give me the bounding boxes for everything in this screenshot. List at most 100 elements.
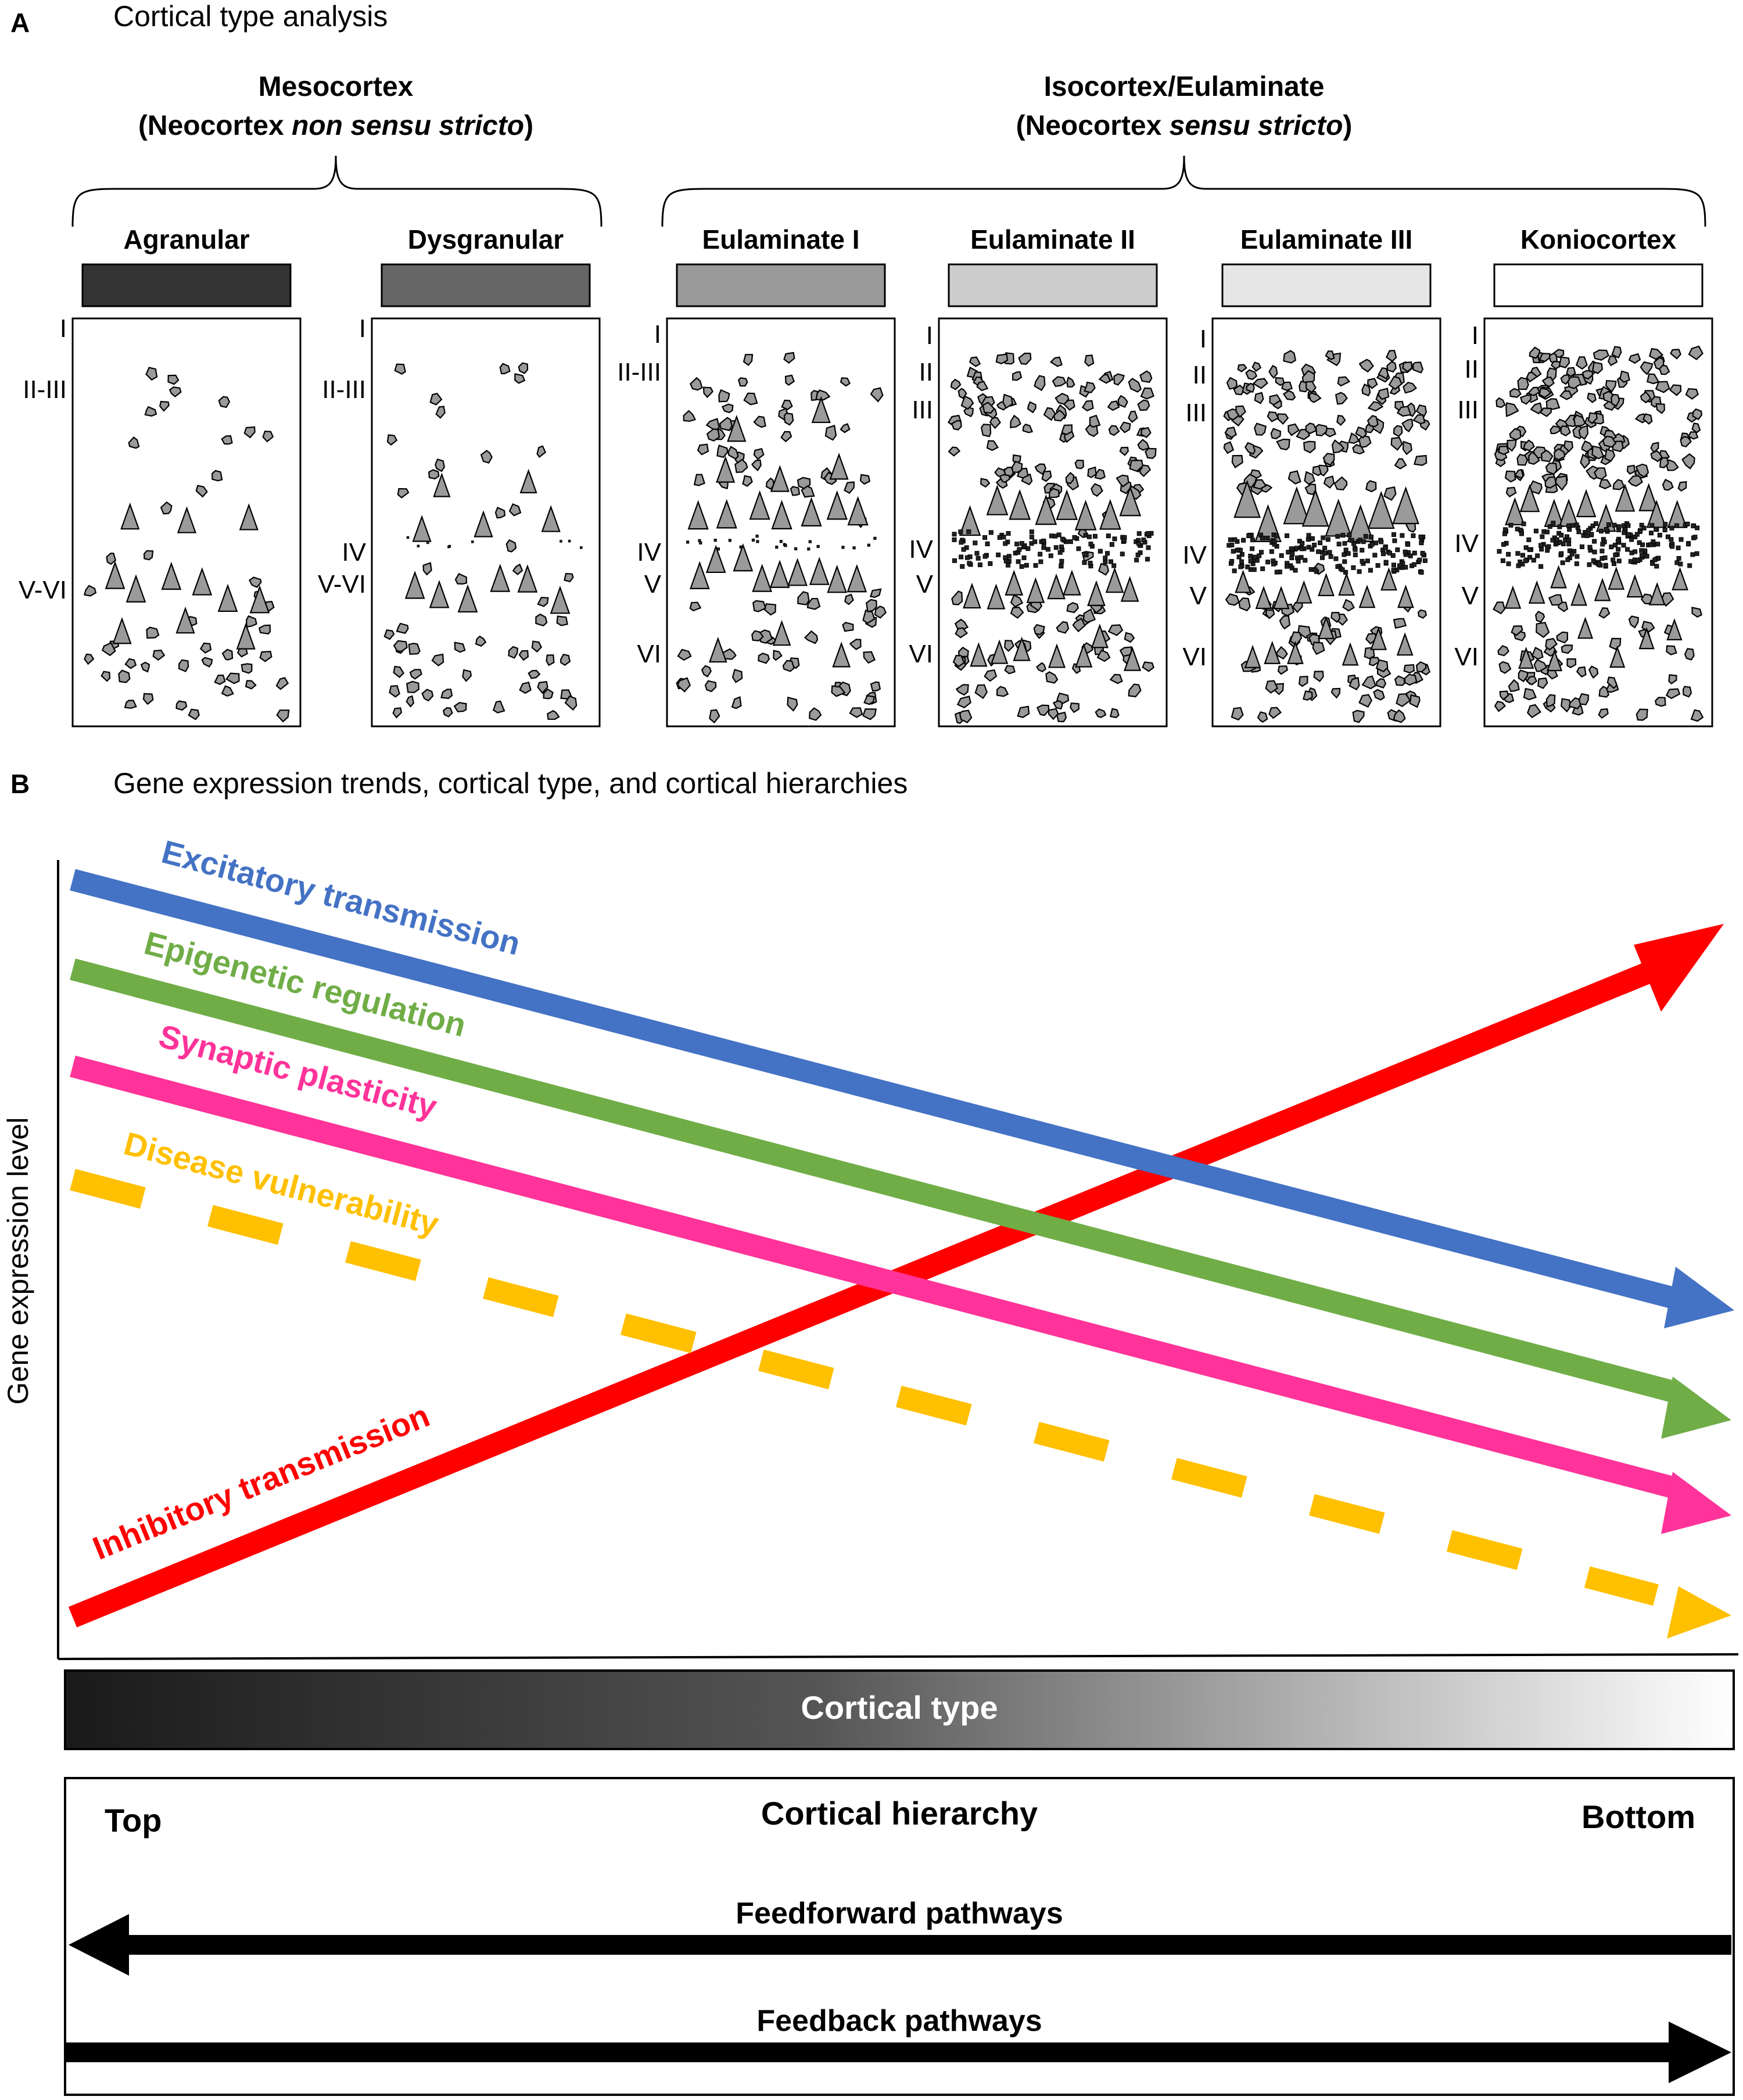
granule-cell (1006, 531, 1011, 536)
granule-cell (1121, 538, 1127, 543)
trend-arrow-epigenetic-regulation (70, 958, 1731, 1439)
feedforward-arrow (69, 1914, 1731, 1976)
pyramidal-neuron (1338, 572, 1355, 596)
granule-cell (1531, 558, 1536, 563)
column-swatch (676, 263, 886, 307)
granule-cell (1559, 551, 1564, 556)
granule-cell (580, 546, 583, 549)
neuron-cell (422, 562, 432, 576)
neuron-cell (421, 689, 434, 702)
neuron-cell (1417, 609, 1428, 619)
trend-arrowhead-excitatory-transmission (1664, 1267, 1734, 1328)
neuron-cell (1052, 376, 1067, 388)
neuron-cell (1404, 673, 1418, 686)
neuron-cell (1518, 669, 1529, 683)
granule-cell (1059, 563, 1064, 568)
pyramidal-neuron (1063, 569, 1081, 596)
neuron-cell (1559, 390, 1573, 400)
granule-cell (1260, 566, 1265, 571)
neuron-cell (1265, 680, 1279, 694)
granule-cell (1250, 546, 1255, 551)
neuron-cell (124, 658, 137, 669)
neuron-cell (1401, 418, 1414, 433)
granule-cell (1611, 561, 1616, 567)
pyramidal-neuron (1519, 483, 1540, 513)
layer-label: I (926, 321, 933, 350)
granule-cell (1654, 564, 1659, 569)
neuron-cell (241, 663, 253, 674)
pyramidal-neuron (1235, 569, 1251, 593)
neuron-cell (499, 363, 511, 375)
granule-cell (1557, 524, 1562, 529)
granule-cell (1418, 535, 1423, 540)
granule-cell (1649, 523, 1655, 528)
neuron-cell (519, 681, 532, 694)
neuron-cell (512, 563, 523, 575)
pyramidal-neuron (987, 583, 1006, 610)
pyramidal-neuron (1672, 567, 1688, 590)
granule-cell (1006, 554, 1012, 559)
layer-label: V (644, 570, 662, 599)
neuron-cell (1555, 475, 1568, 491)
neuron-cell (1548, 594, 1563, 606)
granule-cell (1351, 565, 1356, 570)
granule-cell (1622, 530, 1627, 535)
granule-cell (1265, 535, 1270, 540)
neuron-cell (262, 431, 274, 443)
isocortex-title: Isocortex/Eulaminate (1044, 71, 1325, 102)
granule-cell (1060, 536, 1065, 542)
granule-cell (1669, 525, 1674, 531)
neuron-cell (1137, 439, 1150, 451)
neuron-cell (1361, 675, 1376, 690)
neuron-cell (862, 708, 877, 721)
pyramidal-neuron (1120, 576, 1139, 602)
granule-cell (1557, 540, 1562, 545)
neuron-cell (1098, 562, 1110, 576)
granule-cell (426, 541, 429, 544)
neuron-cell (874, 605, 887, 619)
granule-cell (1676, 545, 1681, 550)
granule-cell (975, 556, 981, 561)
granule-cell (1609, 544, 1614, 550)
granule-cell (1649, 531, 1654, 536)
pyramidal-neuron (1318, 572, 1335, 597)
granule-cell (1045, 547, 1050, 552)
granule-cell (1316, 549, 1321, 554)
neuron-cell (1365, 633, 1378, 645)
granule-cell (1539, 547, 1544, 552)
pyramidal-neuron (105, 561, 125, 589)
trend-arrow-synaptic-plasticity (70, 1055, 1731, 1534)
neuron-cell (1027, 401, 1037, 414)
granule-cell (1360, 558, 1365, 564)
neuron-cell (751, 459, 762, 471)
neuron-cell (1680, 436, 1692, 447)
granule-cell (1300, 540, 1305, 546)
neuron-cell (742, 475, 753, 487)
neuron-cell (276, 709, 290, 723)
neuron-cells (947, 352, 1157, 724)
neuron-cell (1493, 601, 1505, 615)
granule-cell (1308, 567, 1314, 572)
neuron-cell (1281, 381, 1293, 391)
granule-cell (1651, 539, 1656, 544)
layer-label: IV (342, 538, 366, 567)
granule-cell (1343, 569, 1349, 575)
neuron-cell (454, 642, 466, 653)
granule-cell (1299, 555, 1304, 560)
granule-cell (784, 544, 787, 547)
neuron-cell (1337, 376, 1351, 387)
neuron-cell (1580, 453, 1590, 470)
neuron-cell (1531, 646, 1544, 660)
neuron-cell (1647, 373, 1660, 385)
pyramidal-neuron (1099, 499, 1121, 530)
granule-cell (958, 529, 963, 535)
layer-label: V (1462, 582, 1479, 610)
granule-cell (1340, 567, 1345, 572)
granule-cell (1048, 553, 1053, 558)
neuron-cell (1642, 413, 1653, 425)
neuron-cell (1544, 476, 1557, 489)
neuron-cell (956, 696, 971, 708)
x-axis (58, 1653, 1739, 1660)
granule-cell (1616, 547, 1621, 552)
